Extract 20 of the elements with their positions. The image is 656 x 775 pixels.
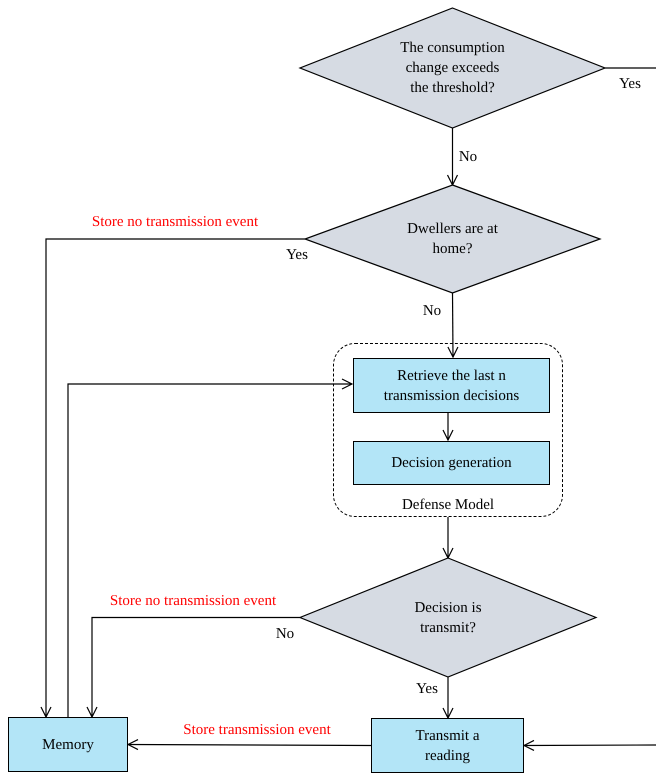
arrow: [442, 677, 454, 719]
arrow: [442, 412, 454, 441]
decision-text: Dwellers are at home?: [406, 220, 499, 259]
group-frame: [333, 343, 563, 517]
arrow: [442, 517, 454, 559]
process-box: Decision generation: [353, 441, 550, 485]
group-label: Defense Model: [400, 497, 496, 514]
arrow: [523, 740, 656, 752]
decision-text: Decision is transmit?: [413, 598, 483, 638]
arrow: [67, 378, 353, 717]
arrow: [86, 616, 300, 718]
arrow: [127, 738, 371, 750]
arrow: [447, 293, 459, 358]
process-box: Transmit a reading: [371, 718, 524, 773]
process-box: Retrieve the last n transmission decisions: [353, 358, 550, 413]
process-box: Memory: [8, 717, 128, 772]
arrow: [446, 128, 458, 186]
arrow: [40, 238, 305, 718]
connector-line: [605, 67, 656, 69]
decision-text: The consumption change exceeds the threshold?: [399, 39, 506, 98]
